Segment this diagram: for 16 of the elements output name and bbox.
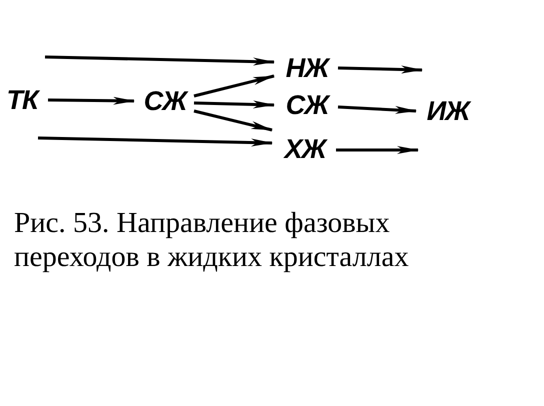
node-label: СЖ xyxy=(144,88,186,114)
caption: Рис. 53. Направление фазовых переходов в жидких кристаллах xyxy=(14,206,410,274)
node-label: ТК xyxy=(6,86,38,114)
node-label: НЖ xyxy=(286,54,328,82)
arrow xyxy=(194,100,275,108)
arrow xyxy=(338,106,417,114)
node-label: ИЖ xyxy=(426,98,470,124)
arrow xyxy=(48,96,135,105)
node-label: СЖ xyxy=(286,92,328,118)
node-label: ХЖ xyxy=(284,136,326,162)
arrow xyxy=(338,66,423,74)
arrow xyxy=(194,74,275,98)
arrow xyxy=(194,110,273,132)
arrow xyxy=(38,136,273,147)
arrow xyxy=(336,146,419,154)
arrow xyxy=(44,56,275,66)
